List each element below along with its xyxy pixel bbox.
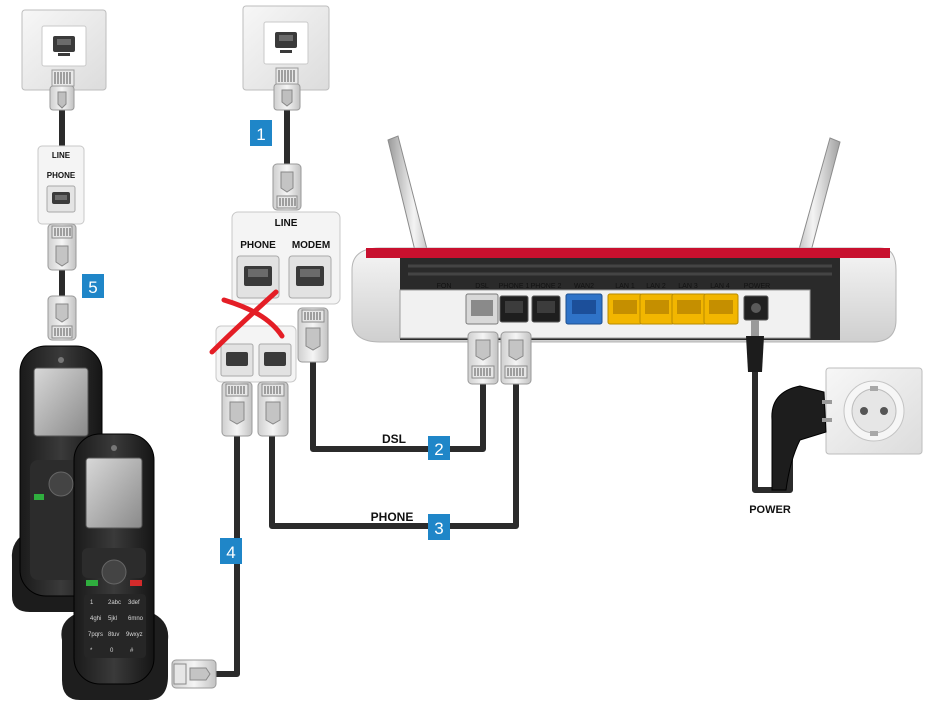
splitter-phone-port	[236, 255, 280, 299]
step-badge-1: 1	[250, 120, 272, 146]
router-port-label-wan2: WAN2	[574, 283, 594, 290]
router-port-label-fon: FON	[437, 283, 452, 290]
label-power-cable: POWER	[749, 504, 791, 516]
handset-keypad: 1 2abc 3def 4ghi 5jkl 6mno 7pqrs 8tuv 9w…	[84, 594, 146, 658]
handset-front: 1 2abc 3def 4ghi 5jkl 6mno 7pqrs 8tuv 9w…	[61, 433, 169, 700]
svg-text:4ghi: 4ghi	[90, 616, 101, 622]
router: FON DSL PHONE 1 PHONE 2 WAN2 LAN 1 LAN 2…	[351, 135, 897, 343]
router-port-wan2	[565, 293, 603, 325]
rj-plugs-left-chain	[47, 223, 77, 341]
step-badge-5: 5	[82, 274, 104, 298]
telephone-wall-socket-icon	[52, 192, 70, 204]
router-port-dsl	[465, 293, 499, 325]
router-port-phone1	[499, 295, 529, 323]
svg-text:#: #	[130, 648, 134, 654]
power-barrel-plug	[746, 320, 764, 372]
label-line-splitter: LINE	[275, 218, 298, 229]
router-port-label-lan2: LAN 2	[646, 283, 666, 290]
schuko-power-socket	[825, 367, 923, 455]
svg-text:0: 0	[110, 648, 114, 654]
router-port-label-phone1: PHONE 1	[499, 283, 530, 290]
cable-dsl	[310, 359, 486, 452]
label-dsl-cable: DSL	[382, 432, 406, 446]
svg-text:1: 1	[90, 600, 94, 606]
label-line-left: LINE	[52, 151, 71, 160]
rj-plug-handset-base	[171, 659, 217, 689]
telephone-wall-socket-icon	[53, 36, 75, 56]
left-telephone-wall-socket	[21, 9, 107, 111]
splitter-modem-port	[288, 255, 332, 299]
svg-text:2abc: 2abc	[108, 600, 121, 606]
left-line-phone-adapter: LINE PHONE	[37, 145, 85, 225]
router-port-label-lan1: LAN 1	[615, 283, 635, 290]
center-telephone-wall-socket	[242, 5, 330, 111]
rj-plug-splitter-line	[272, 163, 302, 211]
svg-text:5: 5	[88, 278, 97, 297]
label-modem-splitter: MODEM	[292, 240, 330, 251]
svg-text:4: 4	[226, 543, 235, 562]
rj-plug-left-wall	[49, 85, 75, 111]
router-port-lan3	[671, 293, 707, 325]
router-port-label-lan4: LAN 4	[710, 283, 730, 290]
telephone-wall-socket-icon	[275, 32, 297, 53]
router-port-lan2	[639, 293, 675, 325]
step-badge-4: 4	[220, 538, 242, 564]
step-badge-3: 3	[428, 514, 450, 540]
router-port-label-dsl: DSL	[475, 283, 489, 290]
label-phone-left: PHONE	[47, 171, 76, 180]
power-adapter-plug	[771, 385, 832, 491]
phone-adapter-two-port	[215, 325, 297, 383]
svg-text:3def: 3def	[128, 600, 140, 606]
rj-plugs-adapter	[221, 381, 289, 437]
rj-plugs-router	[467, 331, 532, 385]
svg-text:8tuv: 8tuv	[108, 632, 119, 638]
svg-text:5jkl: 5jkl	[108, 616, 117, 622]
router-port-label-power: POWER	[744, 283, 770, 290]
router-port-power	[743, 295, 769, 321]
svg-text:3: 3	[434, 519, 443, 538]
label-phone-cable: PHONE	[371, 510, 414, 524]
label-phone-splitter: PHONE	[240, 240, 276, 251]
dsl-splitter: LINE PHONE MODEM	[231, 211, 341, 305]
cable-handset-4	[209, 433, 240, 677]
router-port-label-lan3: LAN 3	[678, 283, 698, 290]
svg-text:2: 2	[434, 440, 443, 459]
router-port-lan4	[703, 293, 739, 325]
svg-text:7pqrs: 7pqrs	[88, 632, 103, 638]
svg-text:9wxyz: 9wxyz	[126, 632, 143, 638]
step-badge-2: 2	[428, 436, 450, 460]
svg-text:6mno: 6mno	[128, 616, 144, 622]
router-port-label-phone2: PHONE 2	[531, 283, 562, 290]
cable-phone	[269, 379, 519, 529]
svg-text:*: *	[90, 648, 93, 654]
cables	[59, 105, 793, 677]
schuko-power-socket-icon	[843, 380, 905, 442]
red-cross-icon	[209, 289, 285, 355]
router-port-lan1	[607, 293, 643, 325]
svg-text:1: 1	[256, 125, 265, 144]
rj-plug-modem	[297, 307, 329, 363]
router-port-phone2	[531, 295, 561, 323]
